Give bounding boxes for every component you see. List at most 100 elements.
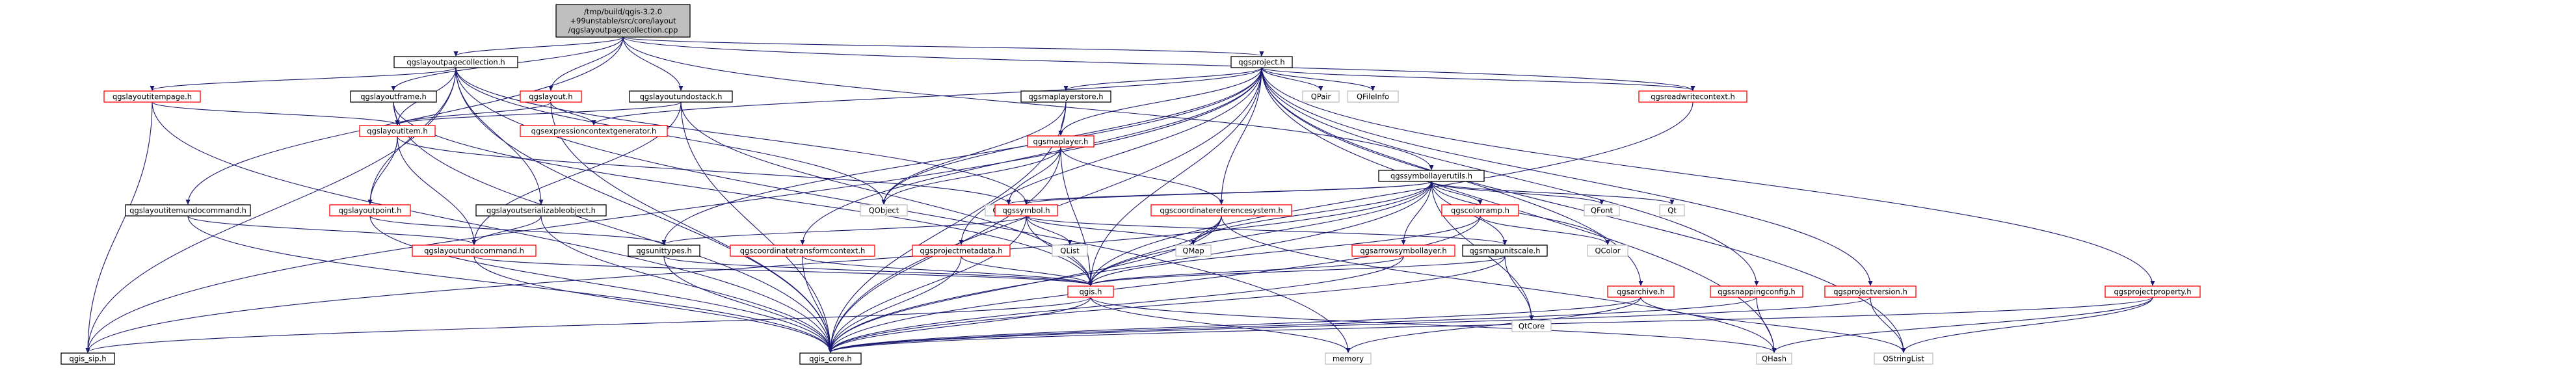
edge-qgssymbollayerutils_h-to-qgis_sip_h [88, 181, 1432, 352]
node-label: Qt [1667, 206, 1677, 215]
edge-qgslayoutundostack_h-to-qgis_core_h [680, 101, 830, 352]
node-qgslayoutpoint-h[interactable]: qgslayoutpoint.h [329, 204, 411, 217]
node-box [1659, 204, 1685, 217]
node-label: /qgslayoutpagecollection.cpp [568, 25, 678, 34]
node-box [1150, 204, 1292, 217]
node-box [412, 244, 537, 257]
edge-qgsproject_h-to-qgsprojectversion_h [1261, 67, 1870, 285]
node-label: qgis.h [1080, 287, 1102, 297]
node-label: qgscoordinatetransformcontext.h [740, 246, 866, 256]
node-box [912, 244, 1011, 257]
node-qgsmaplayerstore-h[interactable]: qgsmaplayerstore.h [1020, 90, 1111, 103]
node-qgslayoutitem-h[interactable]: qgslayoutitem.h [359, 125, 436, 137]
edge-qgsproject_h-to-qgssnappingconfig_h [1261, 67, 1757, 285]
node-qgsprojectversion-h[interactable]: qgsprojectversion.h [1824, 285, 1917, 298]
node-qgslayoutserializableobject-h[interactable]: qgslayoutserializableobject.h [475, 204, 607, 217]
node-qgsarrowsymbollayer-h[interactable]: qgsarrowsymbollayer.h [1351, 244, 1455, 257]
node-qgslayout-h[interactable]: qgslayout.h [520, 90, 582, 103]
node-box [1607, 285, 1675, 298]
node-qgslayoutframe-h[interactable]: qgslayoutframe.h [350, 90, 437, 103]
edge-root-to-qgssymbollayerutils_h [622, 36, 1431, 170]
node-qgsreadwritecontext-h[interactable]: qgsreadwritecontext.h [1638, 90, 1747, 103]
node-qgslayoutitempage-h[interactable]: qgslayoutitempage.h [103, 90, 201, 103]
node-qgsexpressioncontextgenerator-h[interactable]: qgsexpressioncontextgenerator.h [520, 125, 668, 137]
node-qgslayoutundostack-h[interactable]: qgslayoutundostack.h [629, 90, 733, 103]
edges-layer [88, 36, 2153, 352]
edge-qgsreadwritecontext_h-to-qgis_h [1091, 101, 1693, 285]
node-label: qgssnappingconfig.h [1718, 287, 1795, 297]
edge-qgssymbollayerutils_h-to-qfont [1431, 181, 1602, 204]
node-qgslayoutundocommand-h[interactable]: qgslayoutundocommand.h [412, 244, 537, 257]
node-qgscolorramp-h[interactable]: qgscolorramp.h [1441, 204, 1519, 217]
node-qgis-sip-h[interactable]: qgis_sip.h [60, 352, 115, 365]
edge-qgscolorramp_h-to-qgis_core_h [830, 215, 1481, 352]
node-qgssnappingconfig-h[interactable]: qgssnappingconfig.h [1710, 285, 1803, 298]
edge-qgslayoutpagecollection_h-to-qgis_core_h [455, 67, 830, 352]
edge-qgslayout_h-to-qgis_core_h [550, 101, 830, 352]
node-qgssymbollayerutils-h[interactable]: qgssymbollayerutils.h [1378, 170, 1485, 182]
edge-qgsproject_h-to-qgis_sip_h [88, 67, 1262, 352]
edge-qgslayoutpoint_h-to-qgis_core_h [369, 215, 830, 352]
node-label: QFont [1591, 206, 1613, 215]
node-box [1587, 244, 1628, 257]
node-qgslayoutpagecollection-h[interactable]: qgslayoutpagecollection.h [393, 56, 518, 68]
node-box [1351, 244, 1455, 257]
edge-qgslayoutpagecollection_h-to-qgis_sip_h [88, 67, 457, 352]
edge-qgslayoutundostack_h-to-qgslayoutundocommand_h [474, 101, 682, 244]
node-label: qgssymbollayerutils.h [1390, 172, 1472, 181]
node-qgsunittypes-h[interactable]: qgsunittypes.h [628, 244, 700, 257]
node-box [1584, 204, 1620, 217]
node-label: qgsprojectproperty.h [2114, 287, 2191, 297]
node-label: qgslayoutitemundocommand.h [129, 206, 246, 215]
node-qgsmaplayer-h[interactable]: qgsmaplayer.h [1027, 135, 1095, 148]
edge-qgsprojectmetadata_h-to-qgis_h [961, 256, 1091, 285]
node-qgssymbol-h[interactable]: qgssymbol.h [994, 204, 1058, 217]
node-label: qgsprojectmetadata.h [920, 246, 1002, 256]
node-qt: Qt [1659, 204, 1685, 217]
node-box [1638, 90, 1747, 103]
node-box [1052, 244, 1088, 257]
edge-qgis_h-to-memory [1090, 297, 1348, 352]
node-qgsproject-h[interactable]: qgsproject.h [1230, 56, 1293, 68]
edge-qgsproject_h-to-qstringlist [1261, 67, 1904, 352]
node-qgsprojectmetadata-h[interactable]: qgsprojectmetadata.h [912, 244, 1011, 257]
node-box [1511, 320, 1552, 332]
node-qlist: QList [1052, 244, 1088, 257]
edge-qgsprojectversion_h-to-qgis_core_h [830, 297, 1871, 352]
node-qgsmapunitscale-h[interactable]: qgsmapunitscale.h [1462, 244, 1548, 257]
node-label: qgslayoutundostack.h [640, 92, 723, 101]
node-qgscoordinatetransformcontext-h[interactable]: qgscoordinatetransformcontext.h [730, 244, 875, 257]
edge-qgscolorramp_h-to-qgis_h [1091, 215, 1481, 285]
edge-qgslayoutpoint_h-to-qgsunittypes_h [369, 215, 664, 244]
node-qgsarchive-h[interactable]: qgsarchive.h [1607, 285, 1675, 298]
node-label: qgslayoutpagecollection.h [406, 58, 505, 67]
node-label: QPair [1311, 92, 1331, 101]
edge-qgssymbol_h-to-qlist [1026, 215, 1070, 244]
node-label: QColor [1595, 246, 1620, 256]
node-label: qgsarchive.h [1617, 287, 1665, 297]
edge-qgsmaplayer_h-to-qgscoordinatereferencesystem_h [1060, 146, 1221, 204]
edge-qgsproject_h-to-qgsprojectproperty_h [1261, 67, 2153, 285]
node-qgis-h[interactable]: qgis.h [1067, 285, 1114, 298]
node-box [1710, 285, 1803, 298]
edge-root-to-qgsreadwritecontext_h [622, 36, 1693, 90]
node-label: QFileInfo [1357, 92, 1389, 101]
edge-qgsmaplayer_h-to-qgis_h [1060, 146, 1091, 285]
node-qgscoordinatereferencesystem-h[interactable]: qgscoordinatereferencesystem.h [1150, 204, 1292, 217]
node-qgslayoutitemundocommand-h[interactable]: qgslayoutitemundocommand.h [125, 204, 251, 217]
edge-qgslayoutserializableobject_h-to-qgis_core_h [540, 215, 830, 352]
edge-qgslayoutitempage_h-to-qgslayoutitem_h [152, 101, 397, 125]
node-qtcore: QtCore [1511, 320, 1552, 332]
edge-qgsproject_h-to-qgsreadwritecontext_h [1261, 67, 1693, 90]
node-box [1756, 352, 1792, 365]
node-box [393, 56, 518, 68]
node-root[interactable]: /tmp/build/qgis-3.2.0+99unstable/src/cor… [555, 4, 691, 38]
node-box [994, 204, 1058, 217]
node-qgis-core-h[interactable]: qgis_core.h [799, 352, 862, 365]
edge-qgsmaplayer_h-to-qobject [884, 146, 1061, 204]
edge-qgssymbol_h-to-qmap [1026, 215, 1193, 244]
node-qgsprojectproperty-h[interactable]: qgsprojectproperty.h [2105, 285, 2201, 298]
node-box [1302, 90, 1340, 103]
edge-qgssymbollayerutils_h-to-qcolor [1431, 181, 1608, 244]
